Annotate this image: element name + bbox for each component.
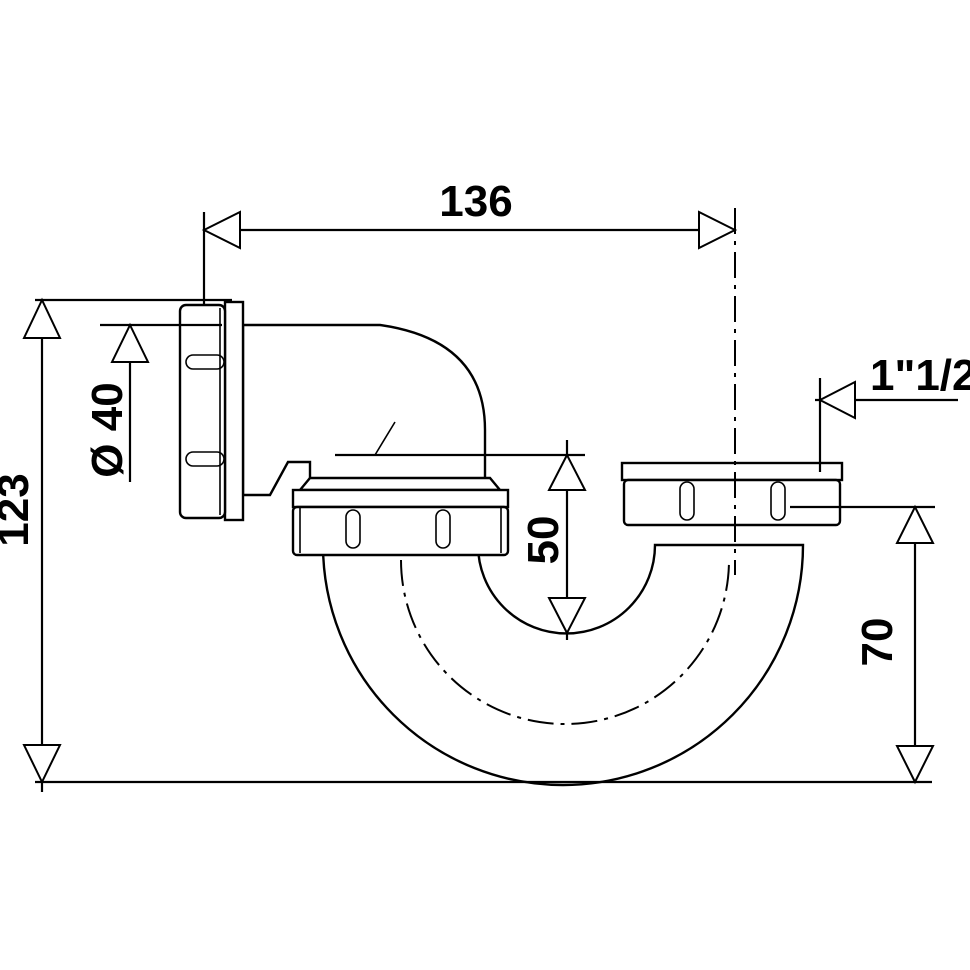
arrow-icon <box>22 297 62 339</box>
arrow-icon <box>547 597 587 636</box>
arrow-icon <box>895 745 935 785</box>
arrow-icon <box>547 452 587 491</box>
arrow-icon <box>817 380 856 420</box>
arrow-icon <box>698 210 738 250</box>
arrow-icon <box>895 504 935 544</box>
outlet-label: 70 <box>853 618 902 667</box>
elbow-pipe <box>241 323 487 497</box>
dimension-outlet: 70 <box>790 504 935 785</box>
dimension-height: 123 <box>0 297 932 792</box>
dimension-seal: 50 <box>335 440 587 640</box>
seal-label: 50 <box>519 516 568 565</box>
u-bend <box>321 543 805 787</box>
center-nut <box>291 476 510 557</box>
left-nut <box>178 300 245 522</box>
diameter-label: Ø 40 <box>83 382 132 477</box>
u-bend-centerline <box>400 559 730 725</box>
right-nut <box>620 461 844 527</box>
arrow-icon <box>201 210 241 250</box>
dimension-thread: 1"1/2 <box>815 351 970 472</box>
dimension-width: 136 <box>201 177 738 575</box>
arrow-icon <box>110 322 150 363</box>
width-label: 136 <box>439 177 512 226</box>
height-label: 123 <box>0 473 38 546</box>
arrow-icon <box>22 744 62 785</box>
dimension-diameter: Ø 40 <box>83 322 222 482</box>
thread-label: 1"1/2 <box>870 351 970 400</box>
